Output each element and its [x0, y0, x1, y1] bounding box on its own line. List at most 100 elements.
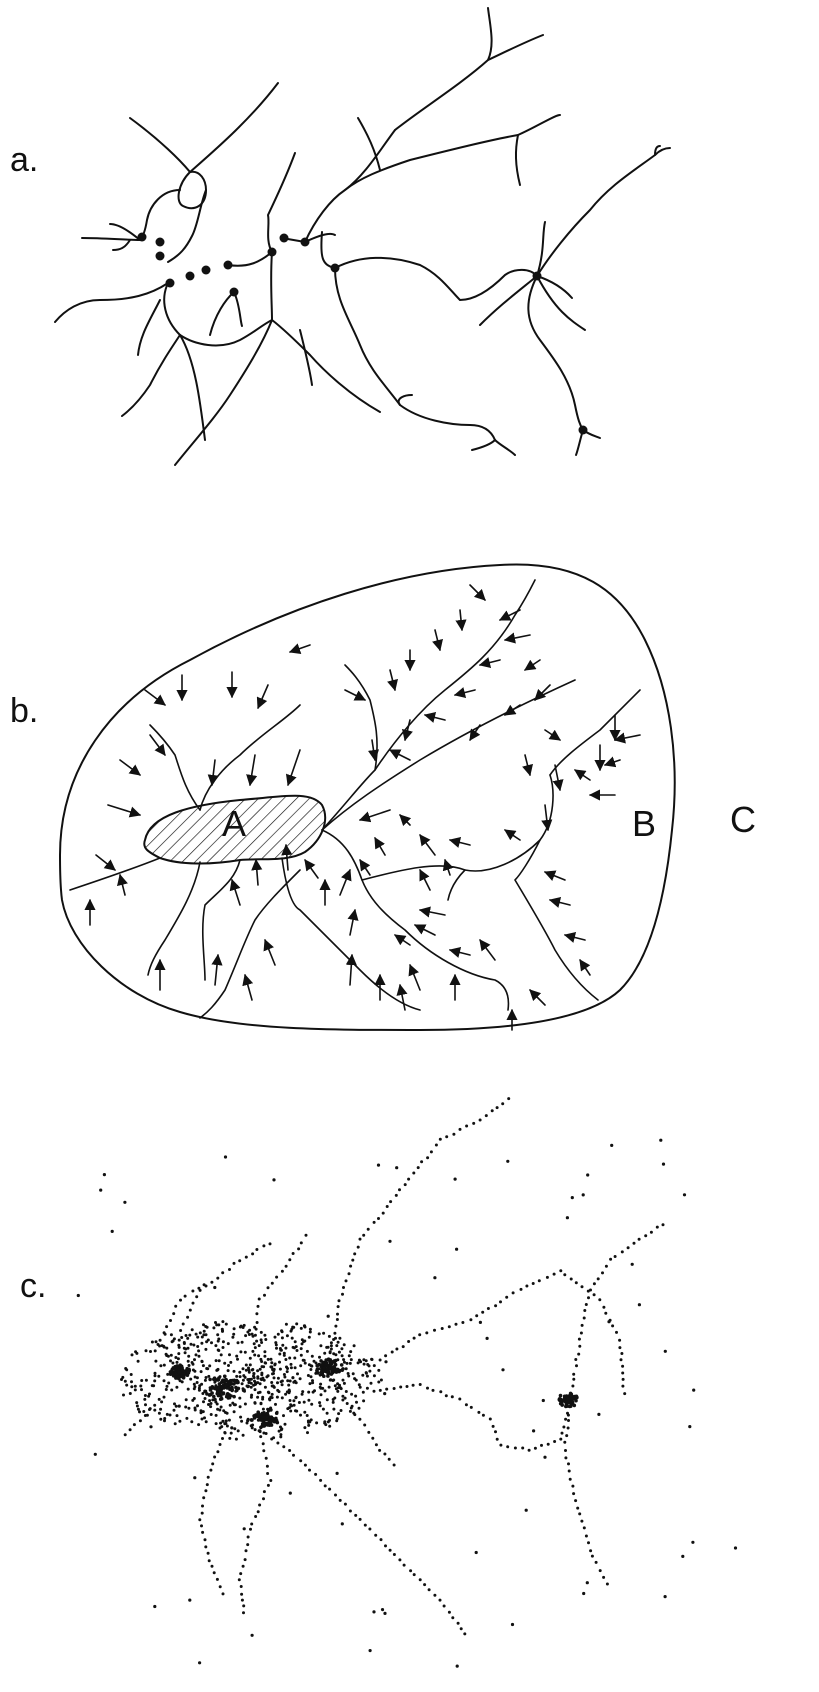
panel-c-dot	[307, 1421, 310, 1424]
panel-c-dot	[327, 1420, 330, 1423]
panel-c-dot	[514, 1447, 517, 1450]
panel-c-dot	[638, 1238, 641, 1241]
panel-c-dot	[230, 1426, 233, 1429]
panel-c-dot	[369, 1649, 372, 1652]
panel-c-dot	[393, 1464, 396, 1467]
panel-c-dot	[258, 1504, 261, 1507]
panel-c-dot	[574, 1499, 577, 1502]
panel-c-dot	[262, 1497, 265, 1500]
panel-c-dot	[439, 1390, 442, 1393]
panel-c-dot	[383, 1612, 386, 1615]
panel-c-dot	[368, 1528, 371, 1531]
panel-c-dot	[169, 1359, 172, 1362]
panel-c-dot	[300, 1327, 303, 1330]
panel-c-dot	[355, 1401, 358, 1404]
panel-c-dot	[602, 1576, 605, 1579]
panel-c-dot	[348, 1354, 351, 1357]
panel-c-dot	[580, 1332, 583, 1335]
panel-c-dot	[242, 1604, 245, 1607]
panel-c-dot	[388, 1240, 391, 1243]
panel-c-dot	[202, 1400, 205, 1403]
panel-c-dot	[262, 1408, 265, 1411]
panel-c-dot	[350, 1393, 353, 1396]
panel-c-dot	[239, 1350, 242, 1353]
panel-c-dot	[291, 1337, 294, 1340]
panel-c-dot	[563, 1441, 566, 1444]
panel-c-dot	[407, 1340, 410, 1343]
panel-c-dot	[245, 1364, 248, 1367]
panel-c-dot	[134, 1385, 137, 1388]
panel-c-dot	[251, 1634, 254, 1637]
panel-c-dot	[77, 1294, 80, 1297]
panel-c-dot	[186, 1316, 189, 1319]
panel-c-dot	[288, 1258, 291, 1261]
panel-c-dot	[320, 1371, 324, 1375]
panel-c-dot	[171, 1368, 175, 1372]
panel-c-dot	[308, 1336, 311, 1339]
panel-c-dot	[621, 1365, 624, 1368]
panel-c-dot	[370, 1358, 373, 1361]
panel-c-dot	[99, 1189, 102, 1192]
panel-c-dot	[226, 1425, 229, 1428]
panel-c-dot	[597, 1413, 600, 1416]
panel-c-dot	[583, 1309, 586, 1312]
panel-c-dot	[259, 1382, 262, 1385]
panel-c-dot	[585, 1303, 588, 1306]
panel-c-dot	[402, 1345, 405, 1348]
panel-c-dot	[353, 1344, 356, 1347]
panel-c-dot	[219, 1427, 222, 1430]
panel-c-dot	[482, 1414, 485, 1417]
panel-c-dot	[248, 1329, 251, 1332]
panel-c-dot	[208, 1559, 211, 1562]
panel-c-dot	[253, 1401, 256, 1404]
panel-c-dot	[284, 1423, 287, 1426]
panel-c-dot	[276, 1389, 279, 1392]
panel-c-dot	[234, 1403, 237, 1406]
panel-c-dot	[253, 1326, 256, 1329]
panel-c-dot	[272, 1436, 275, 1439]
panel-c-dot	[395, 1348, 398, 1351]
panel-c-dot	[191, 1290, 194, 1293]
panel-c-dot	[267, 1286, 270, 1289]
panel-c-dot	[216, 1578, 219, 1581]
panel-c-dot	[217, 1394, 221, 1398]
panel-c-dot	[238, 1578, 241, 1581]
panel-c-dot	[445, 1135, 448, 1138]
panel-c-dot	[239, 1405, 242, 1408]
panel-c-dot	[567, 1414, 570, 1417]
panel-c-dot	[322, 1408, 325, 1411]
region-label-b: B	[632, 803, 656, 844]
panel-c-dot	[256, 1321, 259, 1324]
panel-c-dot	[257, 1305, 260, 1308]
panel-c-dot	[338, 1337, 341, 1340]
panel-c-dot	[263, 1294, 266, 1297]
panel-c-dot	[264, 1361, 267, 1364]
region-label-a: A	[222, 803, 246, 844]
panel-c-dot	[241, 1382, 244, 1385]
panel-c-dot	[170, 1354, 173, 1357]
panel-c-dot	[250, 1424, 253, 1427]
panel-c-dot	[203, 1416, 206, 1419]
panel-c-dot	[123, 1201, 126, 1204]
panel-c-dot	[627, 1246, 630, 1249]
panel-c-dot	[269, 1242, 272, 1245]
panel-c-dot	[184, 1295, 187, 1298]
panel-c-dot	[399, 1386, 402, 1389]
panel-c-dot	[326, 1398, 329, 1401]
panel-c-dot	[323, 1352, 326, 1355]
panel-c-dot	[157, 1343, 160, 1346]
panel-c-dot	[263, 1490, 266, 1493]
panel-c-dot	[283, 1376, 286, 1379]
panel-c-dot	[228, 1268, 231, 1271]
panel-c-dot	[315, 1421, 318, 1424]
panel-c-dot	[308, 1469, 311, 1472]
panel-c-dot	[567, 1427, 570, 1430]
panel-c-dot	[346, 1362, 349, 1365]
panel-c-dot	[578, 1345, 581, 1348]
panel-c-dot	[336, 1318, 339, 1321]
panel-c-dot	[209, 1388, 213, 1392]
panel-c-dot	[456, 1665, 459, 1668]
panel-c-dot	[223, 1362, 226, 1365]
panel-c-dot	[193, 1383, 196, 1386]
panel-c-dot	[267, 1419, 271, 1423]
